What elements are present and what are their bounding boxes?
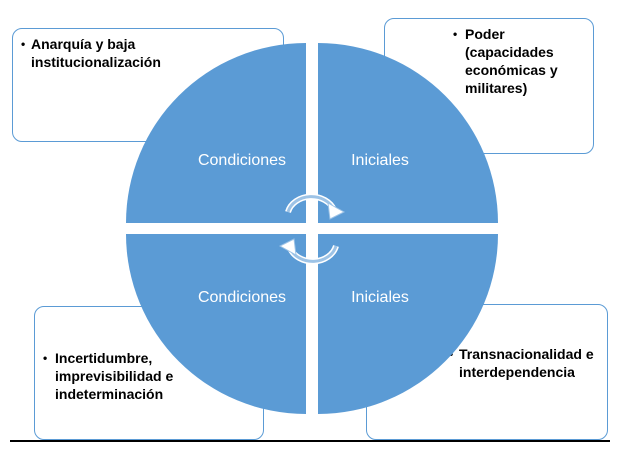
quadrant-label-top-left: Condiciones	[198, 152, 286, 169]
callout-bottom-right-text: Transnacionalidad e interdependencia	[459, 346, 594, 380]
bullet-icon: •	[43, 351, 48, 365]
quadrant-label-bottom-right: Iniciales	[351, 289, 409, 306]
quadrant-label-top-right: Iniciales	[351, 152, 409, 169]
quadrant-bottom-left	[126, 234, 306, 414]
quadrant-label-bottom-left: Condiciones	[198, 289, 286, 306]
bullet-icon: •	[453, 27, 458, 41]
bullet-icon: •	[21, 37, 26, 51]
circular-arrows-icon	[278, 193, 346, 265]
quadrant-top-left	[126, 43, 306, 223]
baseline-divider	[10, 440, 610, 442]
quadrant-bottom-right	[318, 234, 498, 414]
callout-top-left-text: Anarquía y baja institucionalización	[31, 36, 161, 70]
callout-top-right-text: Poder (capacidades económicas y militare…	[465, 26, 558, 96]
callout-bottom-left-text: Incertidumbre, imprevisibilidad e indete…	[55, 350, 174, 402]
quadrant-top-right	[318, 43, 498, 223]
